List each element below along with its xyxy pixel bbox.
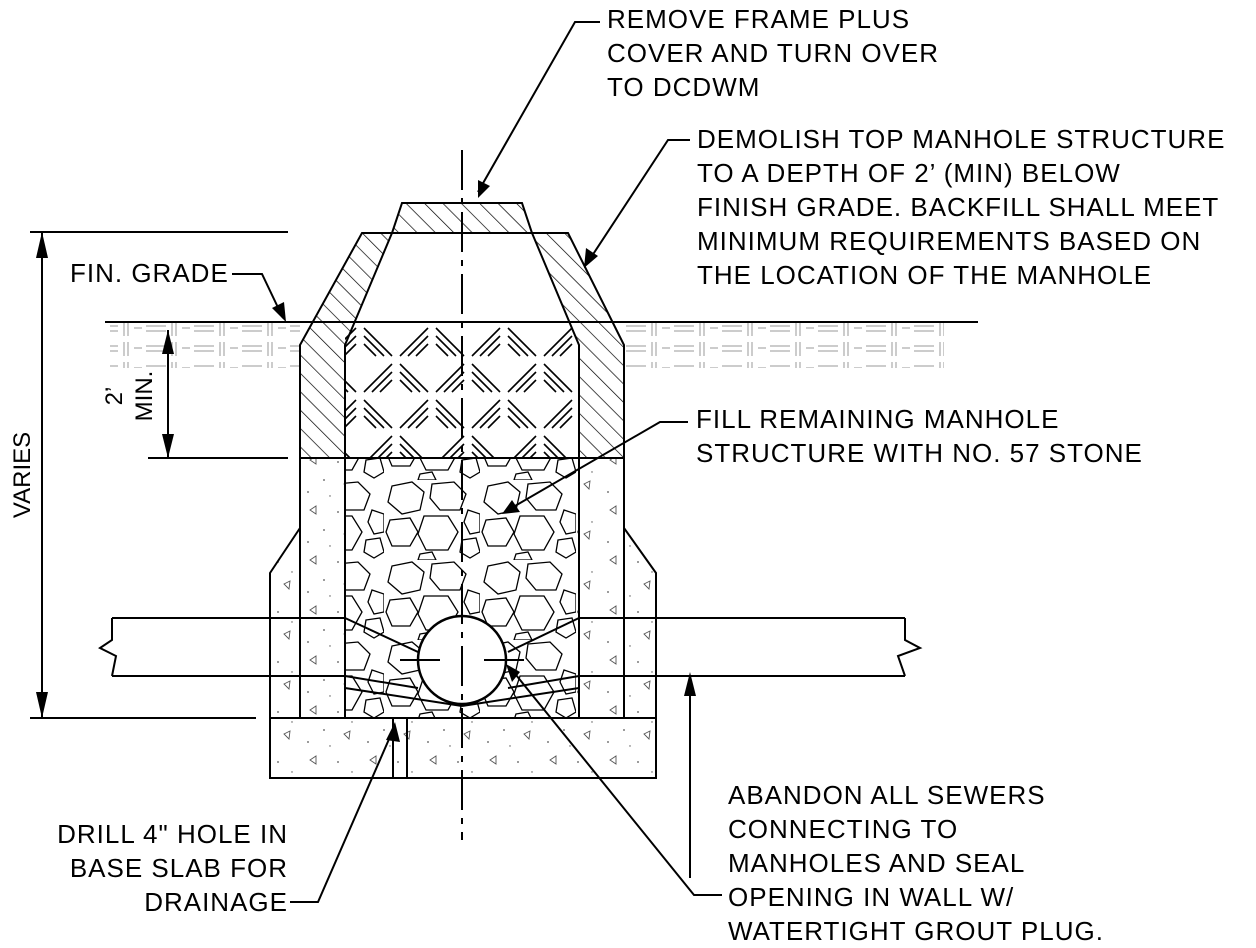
note-line: ABANDON ALL SEWERS [728,780,1046,810]
note-fill-remaining: FILL REMAINING MANHOLE STRUCTURE WITH NO… [696,402,1143,470]
note-line: REMOVE FRAME PLUS [607,4,911,34]
note-line: COVER AND TURN OVER [607,38,940,68]
note-abandon: ABANDON ALL SEWERS CONNECTING TO MANHOLE… [728,778,1104,948]
note-line: THE LOCATION OF THE MANHOLE [697,260,1153,290]
invert-channel [344,617,580,707]
note-drill-hole: DRILL 4" HOLE IN BASE SLAB FOR DRAINAGE [57,817,288,919]
note-line: TO DCDWM [607,72,761,102]
two-ft-label: 2’ [101,387,128,406]
note-line: WATERTIGHT GROUT PLUG. [728,916,1104,946]
note-line: MANHOLES AND SEAL [728,848,1026,878]
note-line: OPENING IN WALL W/ [728,882,1015,912]
manhole-wall-right [578,457,625,719]
leader-lines [232,21,722,903]
varies-dimension [30,231,288,719]
note-line: STRUCTURE WITH NO. 57 STONE [696,438,1143,468]
note-remove-frame: REMOVE FRAME PLUS COVER AND TURN OVER TO… [607,2,939,104]
note-line: DEMOLISH TOP MANHOLE STRUCTURE [697,124,1226,154]
varies-label: VARIES [9,432,36,518]
note-demolish: DEMOLISH TOP MANHOLE STRUCTURE TO A DEPT… [697,122,1225,292]
haunch-left [269,524,301,719]
soil-texture [110,322,944,368]
note-line: MINIMUM REQUIREMENTS BASED ON [697,226,1202,256]
note-line: FINISH GRADE. BACKFILL SHALL MEET [697,192,1220,222]
note-fin-grade: FIN. GRADE [70,256,229,290]
note-line: DRILL 4" HOLE IN [57,819,288,849]
min-label: MIN. [131,371,158,422]
note-line: FILL REMAINING MANHOLE [696,404,1060,434]
note-line: DRAINAGE [144,887,288,917]
min-depth-dimension [148,330,288,459]
note-line: TO A DEPTH OF 2’ (MIN) BELOW [697,158,1121,188]
note-line: BASE SLAB FOR [69,853,288,883]
sewer-pipe-left [98,617,345,677]
note-line: CONNECTING TO [728,814,959,844]
sewer-pipe-right [579,617,923,677]
manhole-wall-left [299,457,346,719]
note-line: FIN. GRADE [70,258,229,288]
haunch-right [623,524,657,719]
bottom-reference-arrow [684,672,696,878]
